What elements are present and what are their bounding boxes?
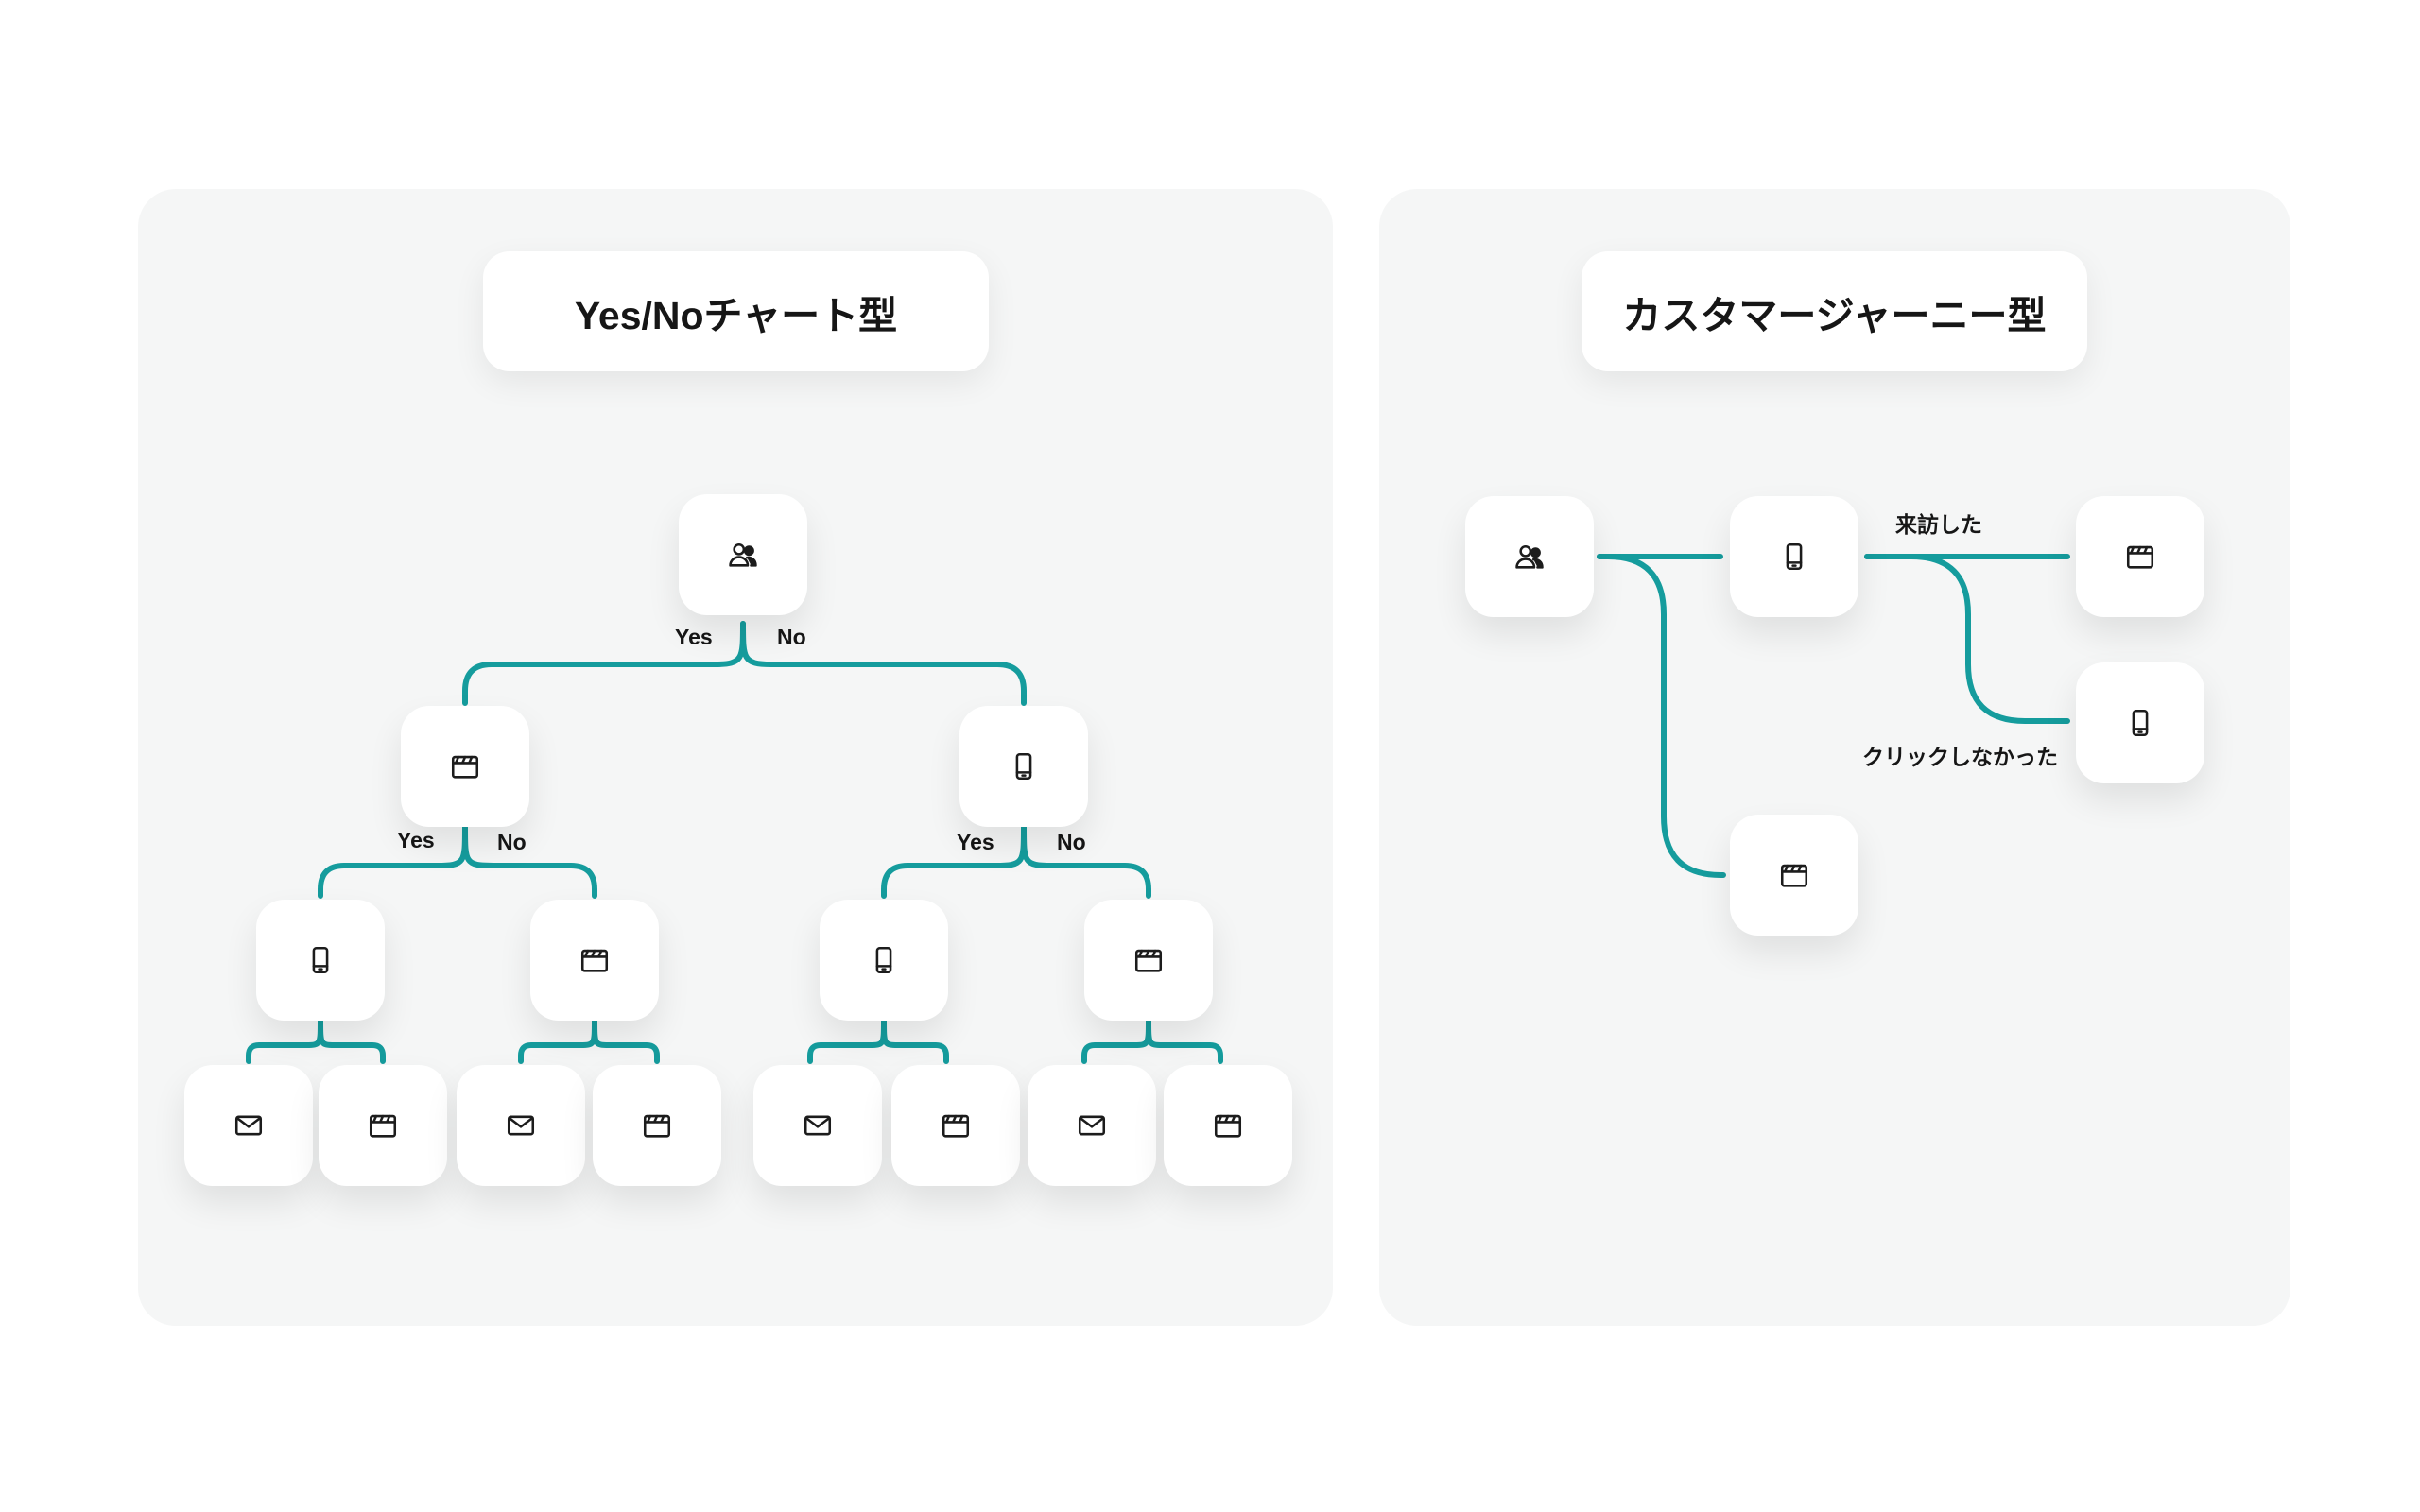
smartphone-icon [1015,752,1032,781]
yes-no-tree-connectors [246,621,1223,1064]
mail-icon [507,1115,535,1136]
customer-journey-panel: カスタマージャーニー型 来訪した クリックしなかった [1379,189,2290,1326]
leaf-node-3[interactable] [457,1065,585,1186]
leaf-node-8[interactable] [1164,1065,1292,1186]
branch-1-yes-label: Yes [397,828,435,852]
clapperboard-icon [1214,1114,1242,1138]
branch-2-yes-label: Yes [957,830,994,854]
journey-alt-node[interactable] [1730,815,1858,936]
clapperboard-icon [942,1114,970,1138]
journey-visited-node[interactable] [2076,496,2204,617]
journey-start-node[interactable] [1465,496,1594,617]
journey-not-clicked-node[interactable] [2076,662,2204,783]
branch-1-no-label: No [497,830,527,854]
visited-label: 来訪した [1895,512,1982,537]
not-clicked-label: クリックしなかった [1862,745,2058,769]
branch-2-no-label: No [1057,830,1086,854]
leaf-node-5[interactable] [753,1065,882,1186]
clapperboard-icon [580,949,609,972]
level1-node-2[interactable] [959,706,1088,827]
journey-phone-node[interactable] [1730,496,1858,617]
smartphone-icon [875,946,892,974]
clapperboard-icon [1780,864,1808,887]
journey-connectors [1597,554,2070,878]
level2-node-1[interactable] [256,900,385,1021]
level2-node-4[interactable] [1084,900,1213,1021]
mail-icon [804,1115,832,1136]
clapperboard-icon [643,1114,671,1138]
smartphone-icon [1786,542,1803,571]
clapperboard-icon [1134,949,1163,972]
leaf-node-6[interactable] [891,1065,1020,1186]
clapperboard-icon [2126,545,2154,569]
level1-node-1[interactable] [401,706,529,827]
leaf-node-2[interactable] [319,1065,447,1186]
smartphone-icon [2132,709,2149,737]
smartphone-icon [312,946,329,974]
users-icon [1515,544,1544,569]
level2-node-3[interactable] [820,900,948,1021]
mail-icon [234,1115,263,1136]
leaf-node-7[interactable] [1028,1065,1156,1186]
leaf-node-4[interactable] [593,1065,721,1186]
root-no-label: No [777,625,806,649]
level2-node-2[interactable] [530,900,659,1021]
mail-icon [1078,1115,1106,1136]
clapperboard-icon [451,755,479,779]
root-yes-label: Yes [675,625,713,649]
customer-journey-title: カスタマージャーニー型 [1582,251,2087,371]
yes-no-chart-title: Yes/Noチャート型 [483,251,989,371]
root-node[interactable] [679,494,807,615]
yes-no-chart-panel: Yes/Noチャート型 Yes No Yes No Yes No [138,189,1333,1326]
users-icon [729,542,757,567]
clapperboard-icon [369,1114,397,1138]
leaf-node-1[interactable] [184,1065,313,1186]
